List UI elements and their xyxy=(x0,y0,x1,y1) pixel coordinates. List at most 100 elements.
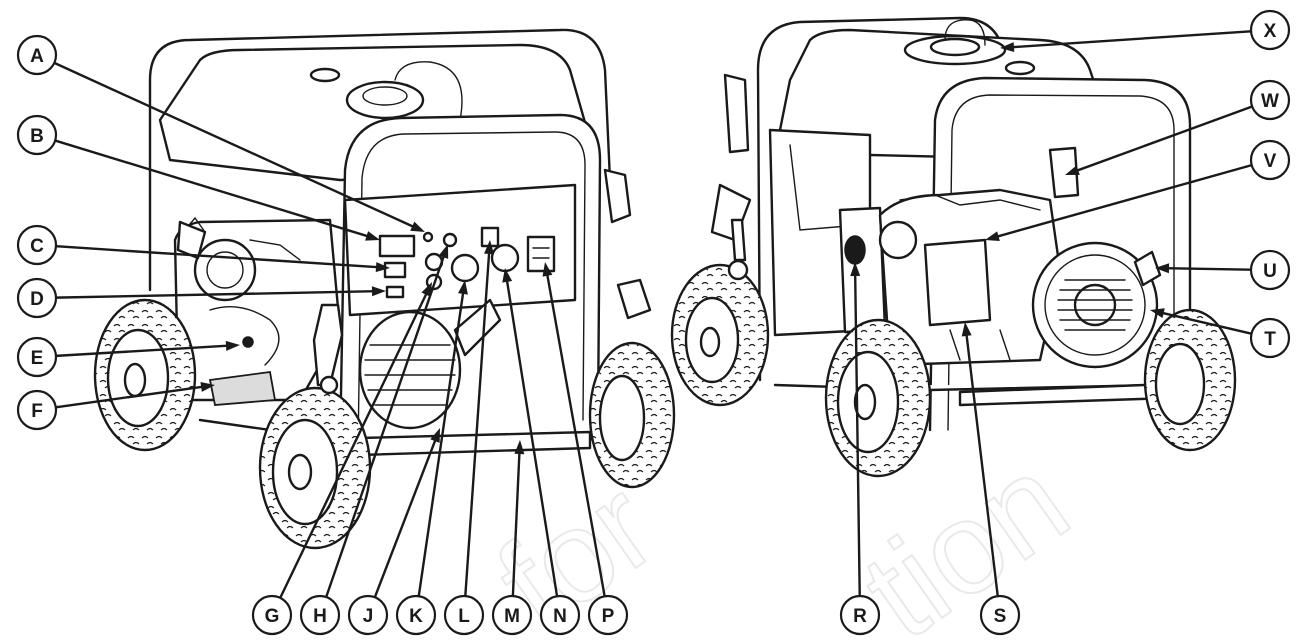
callout-circle-d xyxy=(16,277,58,319)
muffler xyxy=(838,206,887,334)
leader-line-b xyxy=(54,139,371,239)
wheel-rear-right xyxy=(1143,308,1237,452)
leader-arrow-e xyxy=(225,340,240,351)
callout-r: R xyxy=(839,594,881,636)
callout-letter-p: P xyxy=(602,606,615,627)
callout-letter-n: N xyxy=(553,606,567,627)
leader-arrow-h xyxy=(438,244,449,259)
callout-w: W xyxy=(1249,79,1291,121)
callout-letter-d: D xyxy=(30,289,44,310)
leader-arrow-r xyxy=(850,262,861,277)
callout-circle-x xyxy=(1249,9,1291,51)
callout-circle-t xyxy=(1249,317,1291,359)
generator-rear-view xyxy=(670,16,1237,478)
callout-letter-r: R xyxy=(853,606,867,627)
leader-arrow-u xyxy=(1155,263,1170,274)
leader-lines xyxy=(53,30,1253,599)
callout-letter-g: G xyxy=(265,606,280,627)
callout-circle-p xyxy=(587,594,629,636)
wheel-left-rear xyxy=(93,298,197,452)
leader-arrow-t xyxy=(1150,308,1165,319)
callout-circle-j xyxy=(347,594,389,636)
rear-lift-handle xyxy=(723,73,750,154)
fuel-valve xyxy=(1048,146,1080,199)
control-panel xyxy=(343,183,577,317)
leader-line-w xyxy=(1073,105,1253,173)
twistlock-n xyxy=(490,243,520,273)
callout-d: D xyxy=(16,277,58,319)
leader-arrow-v xyxy=(985,231,1000,242)
callout-letter-h: H xyxy=(313,606,327,627)
leader-arrow-c xyxy=(375,262,390,273)
leader-line-r xyxy=(853,271,861,597)
callout-circle-e xyxy=(16,336,58,378)
callout-f: F xyxy=(16,389,58,431)
callout-p: P xyxy=(587,594,629,636)
leader-line-e xyxy=(55,344,231,358)
callout-circle-v xyxy=(1249,139,1291,181)
reset-h xyxy=(442,232,458,248)
callout-letter-m: M xyxy=(504,606,520,627)
callout-letter-a: A xyxy=(30,46,44,67)
leader-line-n xyxy=(505,277,559,597)
callout-letter-c: C xyxy=(30,236,44,257)
leader-arrow-g xyxy=(421,282,432,297)
callout-letter-w: W xyxy=(1261,91,1279,112)
callout-circle-g xyxy=(251,594,293,636)
leader-line-l xyxy=(464,249,491,597)
callout-s: S xyxy=(979,594,1021,636)
callout-circle-s xyxy=(979,594,1021,636)
leader-line-x xyxy=(1009,30,1252,49)
callout-circle-b xyxy=(16,114,58,156)
callout-circle-h xyxy=(299,594,341,636)
leader-arrow-l xyxy=(484,240,495,255)
leader-arrow-m xyxy=(514,440,525,455)
callout-m: M xyxy=(491,594,533,636)
outlet-b xyxy=(378,234,416,258)
callout-u: U xyxy=(1249,249,1291,291)
callout-e: E xyxy=(16,336,58,378)
indicator-a xyxy=(422,231,434,243)
callout-circle-c xyxy=(16,224,58,266)
leader-line-v xyxy=(994,163,1253,239)
pull-handle xyxy=(1133,250,1162,287)
leader-line-p xyxy=(545,271,606,597)
callout-letter-v: V xyxy=(1264,151,1277,172)
leader-line-a xyxy=(53,61,417,229)
callout-circle-n xyxy=(539,594,581,636)
callout-letter-f: F xyxy=(31,401,43,422)
leader-line-t xyxy=(1159,311,1252,335)
callout-letter-e: E xyxy=(31,348,44,369)
callout-letter-t: T xyxy=(1264,329,1276,350)
leader-line-s xyxy=(964,331,999,597)
leader-arrow-b xyxy=(365,231,380,241)
switch-d xyxy=(385,285,405,299)
callout-t: T xyxy=(1249,317,1291,359)
generator-front-view xyxy=(93,28,676,550)
callout-v: V xyxy=(1249,139,1291,181)
callout-l: L xyxy=(443,594,485,636)
leader-arrow-s xyxy=(961,322,972,337)
leader-line-f xyxy=(55,385,206,409)
callout-circle-f xyxy=(16,389,58,431)
leader-line-m xyxy=(511,449,521,597)
callout-letter-x: X xyxy=(1264,21,1277,42)
leader-arrow-d xyxy=(371,286,386,297)
wheel-right-front xyxy=(588,341,676,489)
wheel-rear-front xyxy=(824,318,932,478)
leader-line-h xyxy=(325,253,446,598)
leader-arrow-p xyxy=(542,262,553,277)
leader-arrow-j xyxy=(430,428,440,443)
callout-circle-l xyxy=(443,594,485,636)
leader-line-g xyxy=(279,290,429,599)
callout-letter-s: S xyxy=(994,606,1007,627)
callout-circle-m xyxy=(491,594,533,636)
leader-arrow-w xyxy=(1065,165,1080,175)
leader-arrow-k xyxy=(458,280,468,295)
callout-letter-j: J xyxy=(363,606,374,627)
callout-h: H xyxy=(299,594,341,636)
callout-letter-u: U xyxy=(1263,261,1277,282)
callout-circle-w xyxy=(1249,79,1291,121)
